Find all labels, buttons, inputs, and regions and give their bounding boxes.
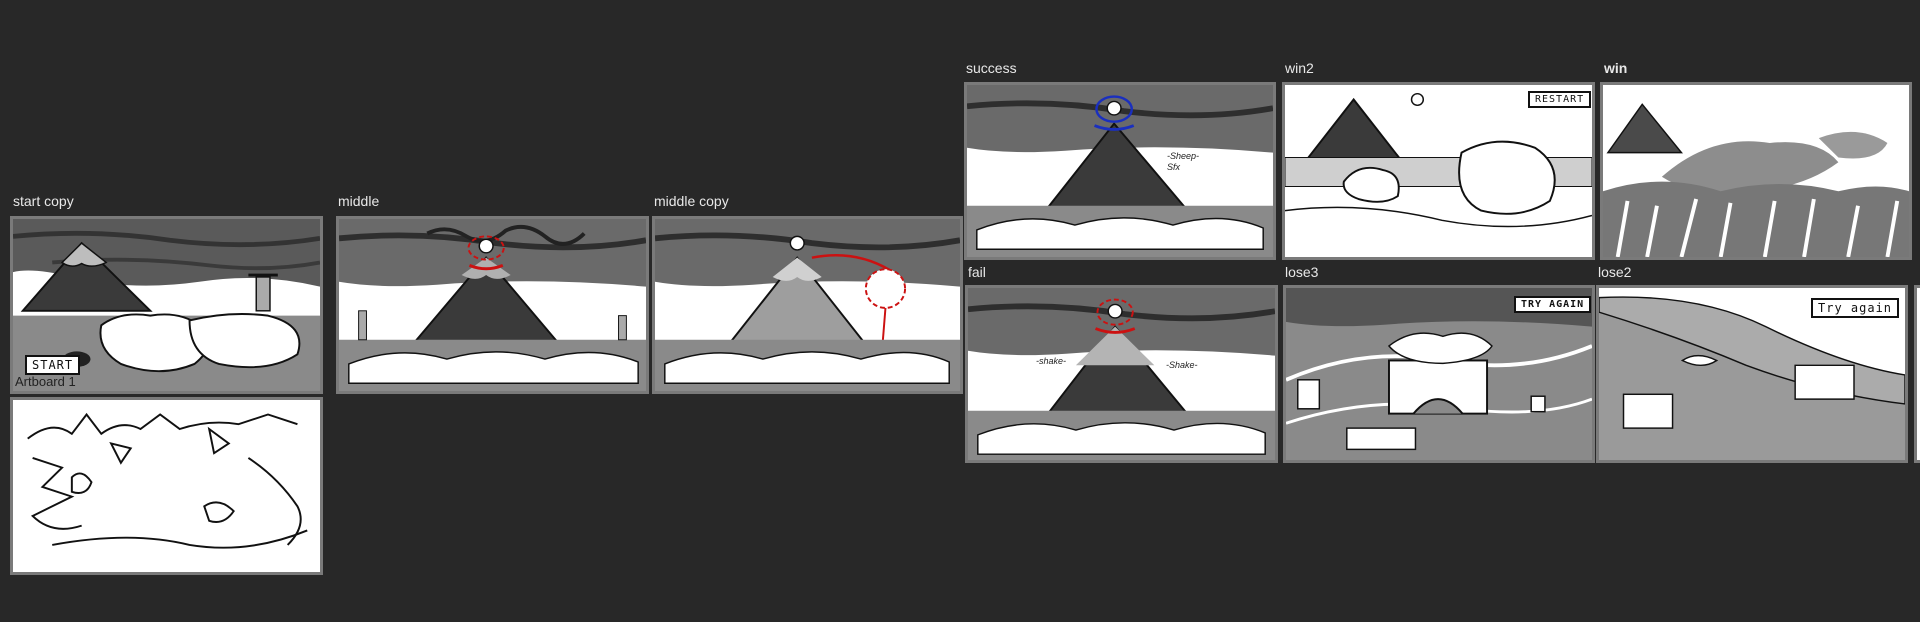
shake-sfx-left: -shake- xyxy=(1036,356,1067,366)
middle-copy-scene-sketch xyxy=(655,219,960,391)
artboard-1[interactable] xyxy=(10,397,323,575)
artboard-middle[interactable] xyxy=(336,216,649,394)
lose2-scene-sketch xyxy=(1599,288,1905,460)
artboard-middle-copy[interactable] xyxy=(652,216,963,394)
artboard-fail[interactable]: -shake- -Shake- xyxy=(965,285,1278,463)
artboard-lose3[interactable]: TRY AGAIN xyxy=(1283,285,1595,463)
artboard-win[interactable] xyxy=(1600,82,1912,260)
win-scene-sketch xyxy=(1603,85,1909,257)
artboard-1-label: Artboard 1 xyxy=(15,374,76,389)
artboard-lose2[interactable]: Try again xyxy=(1596,285,1908,463)
artboard-label-middle[interactable]: middle xyxy=(338,193,380,209)
artboard-win2[interactable]: RESTART xyxy=(1282,82,1595,260)
artboard-label-lose2[interactable]: lose2 xyxy=(1598,264,1632,280)
fail-scene-sketch xyxy=(968,288,1275,460)
start-button[interactable]: START xyxy=(25,355,81,375)
artboard-label-win[interactable]: win xyxy=(1604,60,1628,76)
sheep-sfx-text: -Sheep- Sfx xyxy=(1167,151,1200,172)
lose3-scene-sketch xyxy=(1286,288,1592,460)
artboard-label-success[interactable]: success xyxy=(966,60,1017,76)
artboard-offscreen-edge[interactable] xyxy=(1914,285,1920,463)
win2-scene-sketch xyxy=(1285,85,1592,257)
artboard-success[interactable]: -Sheep- Sfx xyxy=(964,82,1276,260)
try-again-button[interactable]: Try again xyxy=(1811,298,1900,318)
success-scene-sketch xyxy=(967,85,1273,257)
artboard-label-middle-copy[interactable]: middle copy xyxy=(654,193,729,209)
rough-sketch xyxy=(13,400,320,572)
artboard-label-win2[interactable]: win2 xyxy=(1285,60,1314,76)
shake-sfx-right: -Shake- xyxy=(1166,360,1198,370)
try-again-button-caps[interactable]: TRY AGAIN xyxy=(1514,296,1592,313)
artboard-start-copy[interactable]: START Artboard 1 xyxy=(10,216,323,394)
artboard-label-start-copy[interactable]: start copy xyxy=(13,193,74,209)
artboard-label-lose3[interactable]: lose3 xyxy=(1285,264,1319,280)
middle-scene-sketch xyxy=(339,219,646,391)
artboard-label-fail[interactable]: fail xyxy=(968,264,986,280)
restart-button[interactable]: RESTART xyxy=(1528,91,1592,108)
